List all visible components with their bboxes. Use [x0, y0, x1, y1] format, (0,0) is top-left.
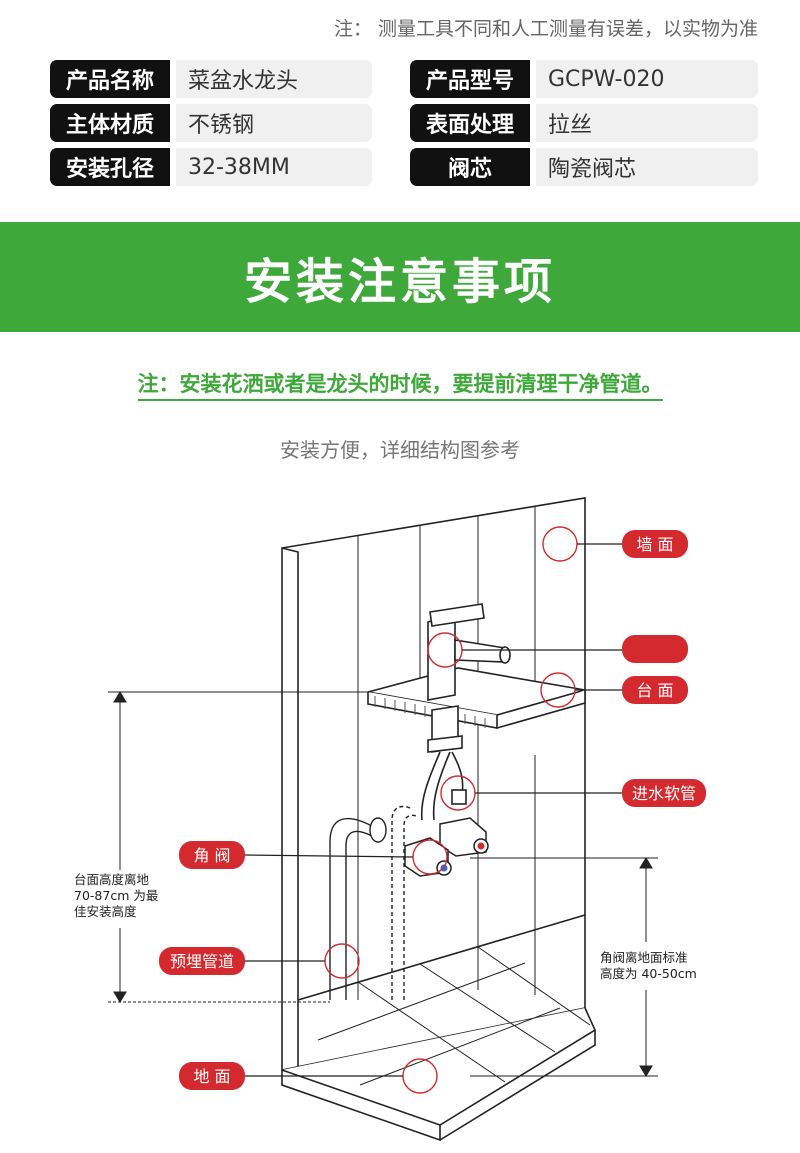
pipe-tag-label: 预埋管道	[170, 952, 234, 971]
wall-tag	[622, 530, 688, 558]
left-note-line-2: 70-87cm 为最	[74, 888, 159, 903]
spec-key: 安装孔径	[50, 148, 170, 186]
section-banner: 安装注意事项	[0, 222, 800, 332]
hose-tag	[622, 779, 706, 807]
left-note-line-1: 台面高度离地	[74, 872, 150, 887]
spec-value: 菜盆水龙头	[176, 60, 372, 98]
spec-key: 阀芯	[410, 148, 530, 186]
spec-key: 产品名称	[50, 60, 170, 98]
spec-table-left: 产品名称 菜盆水龙头 主体材质 不锈钢 安装孔径 32-38MM	[50, 60, 372, 192]
hose-drawing	[420, 751, 467, 821]
right-note-line-2: 高度为 40-50cm	[600, 966, 697, 981]
spec-value: 32-38MM	[176, 148, 372, 186]
spec-row-hole: 安装孔径 32-38MM	[50, 148, 372, 186]
spec-row-name: 产品名称 菜盆水龙头	[50, 60, 372, 98]
spec-row-finish: 表面处理 拉丝	[410, 104, 758, 142]
spec-row-model: 产品型号 GCPW-020	[410, 60, 758, 98]
spec-table-right: 产品型号 GCPW-020 表面处理 拉丝 阀芯 陶瓷阀芯	[410, 60, 758, 192]
spec-row-material: 主体材质 不锈钢	[50, 104, 372, 142]
right-note-line-1: 角阀离地面标准	[600, 950, 688, 965]
floor-tag-label: 地 面	[193, 1067, 230, 1086]
measurement-note: 注： 测量工具不同和人工测量有误差，以实物为准	[333, 18, 758, 40]
spec-value: GCPW-020	[536, 60, 758, 98]
faucet-tag	[622, 635, 688, 663]
counter-tag-label: 台 面	[636, 681, 673, 700]
hose-tag-label: 进水软管	[632, 784, 696, 803]
faucet-drawing	[427, 603, 511, 753]
banner-title: 安装注意事项	[243, 254, 556, 310]
angle-valve-tag	[179, 841, 245, 869]
dimension-lines	[108, 691, 658, 1077]
pipes-drawing	[329, 805, 417, 1000]
label-tags: 墙 面 台 面 进水软管 角 阀 预埋管道 地 面	[159, 530, 706, 1090]
leader-lines	[244, 543, 622, 1077]
spec-value: 拉丝	[536, 104, 758, 142]
floor-tag	[179, 1062, 245, 1090]
pipe-tag	[159, 947, 245, 975]
warning-text: 注：安装花洒或者是龙头的时候，要提前清理干净管道。	[137, 372, 663, 401]
spec-value: 陶瓷阀芯	[536, 148, 758, 186]
diagram-subtitle: 安装方便，详细结构图参考	[280, 438, 520, 462]
spec-row-cartridge: 阀芯 陶瓷阀芯	[410, 148, 758, 186]
wall-structure	[281, 497, 597, 1142]
spec-key: 表面处理	[410, 104, 530, 142]
counter-tag	[622, 676, 688, 704]
wall-tag-label: 墙 面	[636, 535, 673, 554]
spec-key: 主体材质	[50, 104, 170, 142]
install-warning: 注：安装花洒或者是龙头的时候，要提前清理干净管道。	[0, 368, 800, 401]
spec-value: 不锈钢	[176, 104, 372, 142]
height-notes: 台面高度离地 70-87cm 为最 佳安装高度 角阀离地面标准 高度为 40-5…	[74, 872, 697, 981]
spec-key: 产品型号	[410, 60, 530, 98]
angle-valve-tag-label: 角 阀	[193, 846, 230, 865]
left-note-line-3: 佳安装高度	[74, 904, 137, 919]
